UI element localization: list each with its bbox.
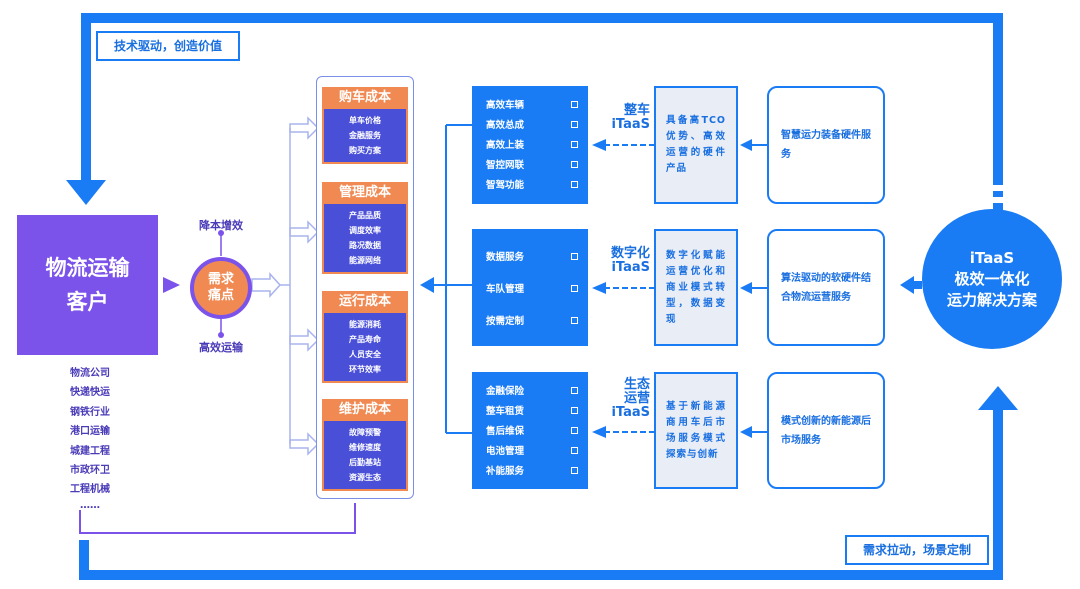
description-box-vehicle: 具备高TCO优势、高效运营的硬件产品 xyxy=(654,86,738,204)
solution-line2: 极效一体化 xyxy=(954,269,1030,288)
service-item: 电池管理 xyxy=(486,446,525,457)
checkbox-icon xyxy=(571,252,578,260)
service-item: 售后维保 xyxy=(486,426,525,437)
customer-segment: 物流公司 xyxy=(70,368,110,379)
checkbox-icon xyxy=(571,426,578,434)
cost-item: 金融服务 xyxy=(349,131,381,140)
checkbox-icon xyxy=(571,100,578,108)
cost-item: 故障预警 xyxy=(349,428,381,437)
customer-title-line1: 物流运输 xyxy=(45,256,130,280)
cost-group-management: 管理成本 产品品质 调度效率 路况数据 能源网络 xyxy=(322,182,408,274)
checkbox-icon xyxy=(571,140,578,148)
pain-point-circle: 需求 痛点 xyxy=(190,257,252,319)
itaas-line: iTaaS xyxy=(611,117,650,132)
cost-item: 路况数据 xyxy=(349,241,381,250)
customer-segment-list: 物流公司 快递快运 钢铁行业 港口运输 城建工程 市政环卫 工程机械 …… xyxy=(40,364,140,512)
itaas-line: 整车 xyxy=(623,103,650,118)
customer-box: 物流运输 客户 xyxy=(17,215,158,355)
cost-item: 后勤基站 xyxy=(349,458,381,467)
itaas-label-vehicle: 整车 iTaaS xyxy=(590,104,650,132)
service-item: 金融保险 xyxy=(486,386,525,397)
itaas-line: 数字化 xyxy=(610,246,650,261)
customer-title-line2: 客户 xyxy=(66,290,109,314)
service-item: 高效车辆 xyxy=(486,100,525,111)
customer-segment: 市政环卫 xyxy=(70,465,110,477)
itaas-line: 生态 xyxy=(623,377,650,392)
service-item: 高效总成 xyxy=(486,120,525,131)
customer-segment: 城建工程 xyxy=(70,445,110,457)
service-item: 数据服务 xyxy=(486,252,525,263)
checkbox-icon xyxy=(571,316,578,324)
feature-box-hardware: 智慧运力装备硬件服务 xyxy=(767,86,885,204)
cost-item: 人员安全 xyxy=(349,350,381,359)
cost-item: 单车价格 xyxy=(349,116,381,125)
checkbox-icon xyxy=(571,120,578,128)
cost-item: 购买方案 xyxy=(349,146,381,155)
cost-title: 管理成本 xyxy=(322,182,408,204)
cost-item: 能源消耗 xyxy=(349,320,381,329)
description-box-ecosystem: 基于新能源商用车后市场服务模式探索与创新 xyxy=(654,372,738,489)
cost-title: 运行成本 xyxy=(322,291,408,313)
customer-segment: …… xyxy=(80,499,100,511)
solution-circle: iTaaS 极效一体化 运力解决方案 xyxy=(922,209,1062,349)
cost-item: 环节效率 xyxy=(349,365,381,374)
cost-item: 维修速度 xyxy=(349,443,381,452)
service-item: 补能服务 xyxy=(486,466,525,477)
solution-line3: 运力解决方案 xyxy=(946,290,1037,309)
checkbox-icon xyxy=(571,180,578,188)
cost-item: 产品品质 xyxy=(349,211,381,220)
cost-item: 能源网络 xyxy=(349,256,381,265)
cost-group-maintenance: 维护成本 故障预警 维修速度 后勤基站 资源生态 xyxy=(322,399,408,491)
service-item: 智控网联 xyxy=(486,160,525,171)
top-loop-label: 技术驱动，创造价值 xyxy=(96,31,240,61)
cost-group-operation: 运行成本 能源消耗 产品寿命 人员安全 环节效率 xyxy=(322,291,408,383)
checkbox-icon xyxy=(571,406,578,414)
cost-item: 调度效率 xyxy=(349,226,381,235)
customer-segment: 钢铁行业 xyxy=(70,406,110,418)
feature-box-software: 算法驱动的软硬件结合物流运营服务 xyxy=(767,229,885,346)
service-item: 按需定制 xyxy=(486,316,525,327)
service-item: 整车租赁 xyxy=(486,406,525,417)
itaas-line: 运营 xyxy=(623,391,650,406)
checkbox-icon xyxy=(571,446,578,454)
feature-box-aftermarket: 模式创新的新能源后市场服务 xyxy=(767,372,885,489)
checkbox-icon xyxy=(571,160,578,168)
pain-top-label: 降本增效 xyxy=(199,219,243,232)
service-box-digital: 数据服务 车队管理 按需定制 xyxy=(472,229,588,346)
checkbox-icon xyxy=(571,466,578,474)
cost-items: 产品品质 调度效率 路况数据 能源网络 xyxy=(322,204,408,274)
customer-segment: 工程机械 xyxy=(70,484,110,496)
cost-items: 故障预警 维修速度 后勤基站 资源生态 xyxy=(322,421,408,491)
cost-item: 资源生态 xyxy=(349,473,381,482)
cost-title: 购车成本 xyxy=(322,87,408,109)
cost-item: 产品寿命 xyxy=(349,335,381,344)
cost-items: 能源消耗 产品寿命 人员安全 环节效率 xyxy=(322,313,408,383)
service-box-vehicle: 高效车辆 高效总成 高效上装 智控网联 智驾功能 xyxy=(472,86,588,204)
checkbox-icon xyxy=(571,386,578,394)
cost-title: 维护成本 xyxy=(322,399,408,421)
solution-line1: iTaaS xyxy=(969,248,1015,267)
itaas-label-digital: 数字化 iTaaS xyxy=(590,247,650,275)
pain-line1: 需求 xyxy=(207,272,234,287)
cost-group-purchase: 购车成本 单车价格 金融服务 购买方案 xyxy=(322,87,408,164)
itaas-label-ecosystem: 生态 运营 iTaaS xyxy=(590,378,650,420)
checkbox-icon xyxy=(571,284,578,292)
service-item: 车队管理 xyxy=(486,284,525,295)
cost-items: 单车价格 金融服务 购买方案 xyxy=(322,109,408,164)
bottom-loop-label: 需求拉动，场景定制 xyxy=(845,535,989,565)
service-box-ecosystem: 金融保险 整车租赁 售后维保 电池管理 补能服务 xyxy=(472,372,588,489)
pain-line2: 痛点 xyxy=(207,288,234,303)
customer-segment: 快递快运 xyxy=(70,387,110,399)
customer-segment: 港口运输 xyxy=(70,426,110,438)
itaas-line: iTaaS xyxy=(611,405,650,420)
service-item: 智驾功能 xyxy=(486,180,525,191)
pain-bottom-label: 高效运输 xyxy=(199,341,243,354)
description-box-digital: 数字化赋能运营优化和商业模式转型，数据变现 xyxy=(654,229,738,346)
itaas-line: iTaaS xyxy=(611,260,650,275)
service-item: 高效上装 xyxy=(486,140,525,151)
